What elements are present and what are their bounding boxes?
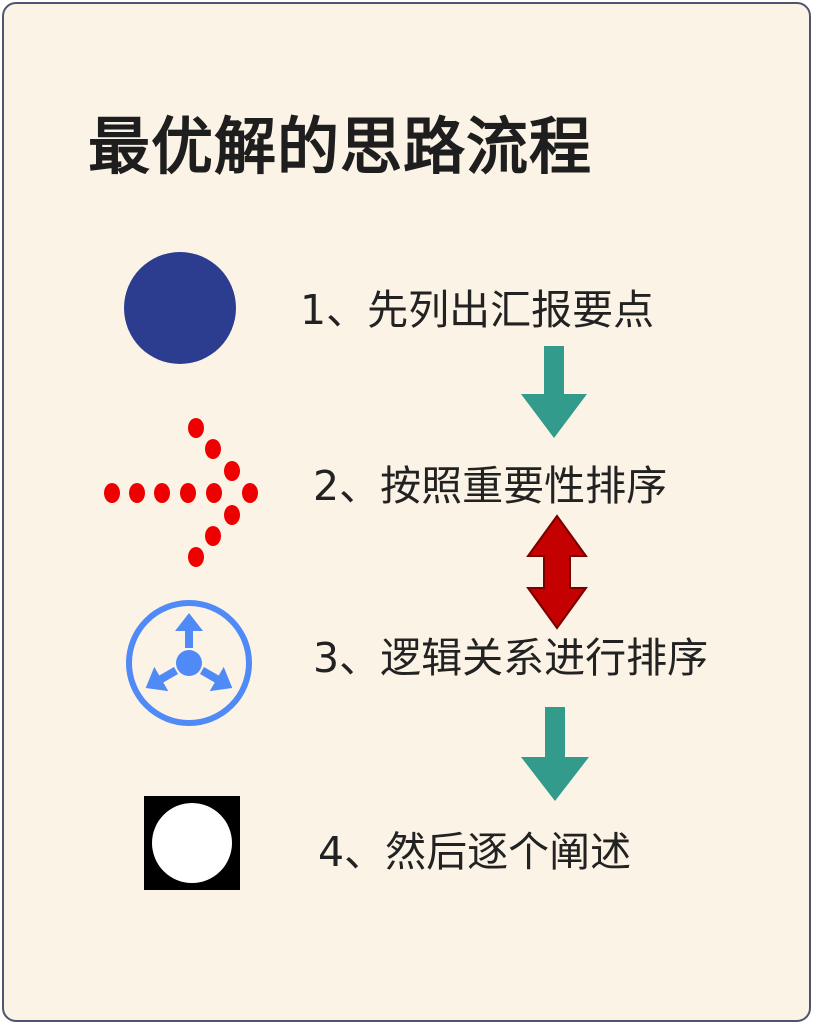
down-arrow-icon: [521, 707, 589, 801]
white-circle-on-black-square-icon: [144, 796, 240, 890]
step-2-text: 2、按照重要性排序: [313, 462, 668, 510]
filled-circle-icon: [124, 252, 236, 364]
dotted-arrow-icon: [104, 418, 258, 567]
step-4-text: 4、然后逐个阐述: [318, 828, 632, 876]
double-headed-arrow-icon: [526, 514, 588, 630]
page-title: 最优解的思路流程: [88, 110, 593, 183]
step-3-text: 3、逻辑关系进行排序: [313, 634, 709, 682]
step-1-text: 1、先列出汇报要点: [300, 286, 655, 334]
distribute-arrows-icon: [126, 600, 252, 726]
down-arrow-icon: [521, 346, 587, 438]
